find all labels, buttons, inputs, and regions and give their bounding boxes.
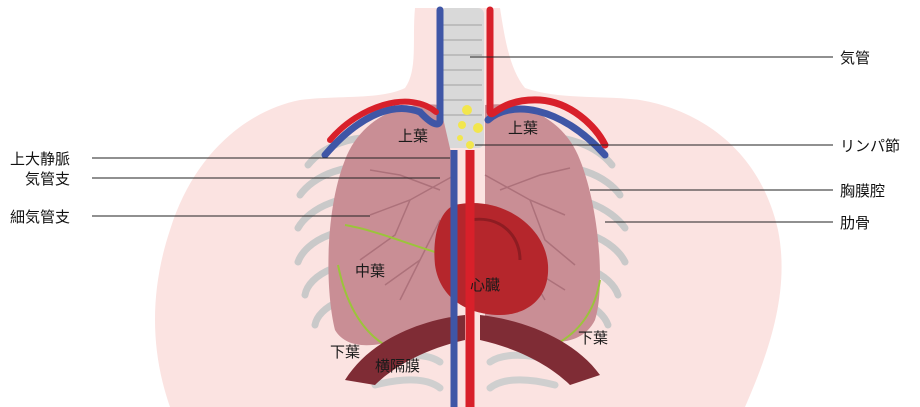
label-bronchiole: 細気管支 xyxy=(10,208,70,226)
label-lower-lobe-left: 下葉 xyxy=(330,343,360,361)
label-trachea: 気管 xyxy=(840,49,870,67)
label-upper-lobe-right: 上葉 xyxy=(508,119,538,137)
label-upper-lobe-left: 上葉 xyxy=(398,127,428,145)
label-lower-lobe-right: 下葉 xyxy=(578,329,608,347)
label-middle-lobe: 中葉 xyxy=(355,262,385,280)
label-pleural-cavity: 胸膜腔 xyxy=(840,182,885,200)
label-lymph-node: リンパ節 xyxy=(840,137,900,155)
label-rib: 肋骨 xyxy=(840,214,870,232)
label-superior-vena-cava: 上大静脈 xyxy=(10,150,70,168)
label-bronchus: 気管支 xyxy=(25,170,70,188)
label-heart: 心臓 xyxy=(470,276,500,294)
label-diaphragm: 横隔膜 xyxy=(375,357,420,375)
